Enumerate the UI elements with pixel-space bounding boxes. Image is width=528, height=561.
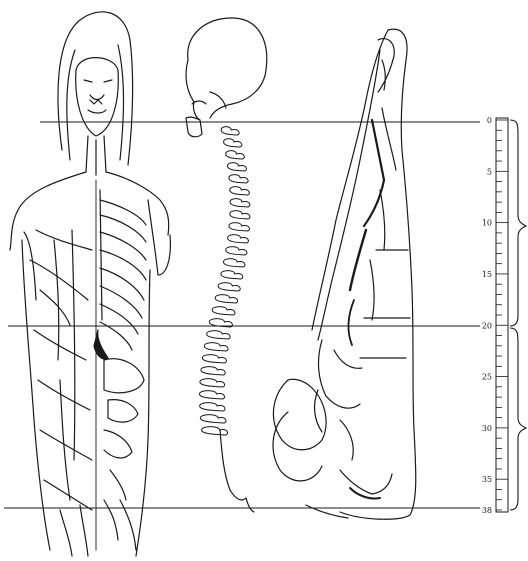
vertebra: [229, 223, 250, 231]
ruler-ticks: [496, 120, 508, 510]
front-torso-skeleton-figure: [10, 12, 170, 556]
vertebra: [200, 379, 225, 387]
ruler-label: 5: [487, 167, 492, 176]
vertebra: [230, 199, 250, 207]
ruler-label: 15: [482, 270, 492, 279]
vertebra: [215, 295, 237, 303]
ruler-label: 10: [482, 219, 492, 228]
ruler-label: 35: [482, 475, 492, 484]
ruler-label: 25: [482, 373, 492, 382]
vertebra: [228, 235, 249, 243]
vertebra: [202, 355, 226, 363]
vertebra: [230, 187, 250, 195]
vertebra: [207, 331, 230, 339]
ruler-label: 0: [487, 116, 492, 125]
vertebra: [218, 283, 240, 291]
measurement-ruler: [496, 118, 526, 512]
vertebra: [204, 343, 228, 351]
vertebra: [221, 127, 239, 135]
ruler-label: 38: [482, 506, 492, 515]
ruler-label: 20: [482, 321, 492, 330]
vertebra: [223, 259, 245, 267]
vertebra: [226, 247, 247, 255]
vertebra: [201, 367, 225, 375]
ruler-label: 30: [482, 424, 492, 433]
vertebrae-column: [199, 127, 250, 435]
vertebra: [230, 211, 250, 219]
vertebra: [221, 271, 243, 279]
ruler-brace-lower: [510, 328, 526, 510]
vertebra: [212, 307, 235, 315]
spine-side-view: [186, 18, 267, 512]
organ-sagittal-section: [273, 29, 416, 519]
vertebra: [228, 163, 247, 171]
ruler-brace-upper: [510, 120, 526, 326]
vertebra: [226, 151, 245, 159]
vertebra: [224, 139, 242, 147]
ruler-labels: 0 5 10 15 20 25 30 35 38: [482, 116, 492, 515]
vertebra: [202, 427, 228, 435]
vertebra: [200, 403, 225, 411]
vertebra: [199, 391, 224, 399]
vertebra: [229, 175, 248, 183]
vertebra: [200, 415, 226, 423]
